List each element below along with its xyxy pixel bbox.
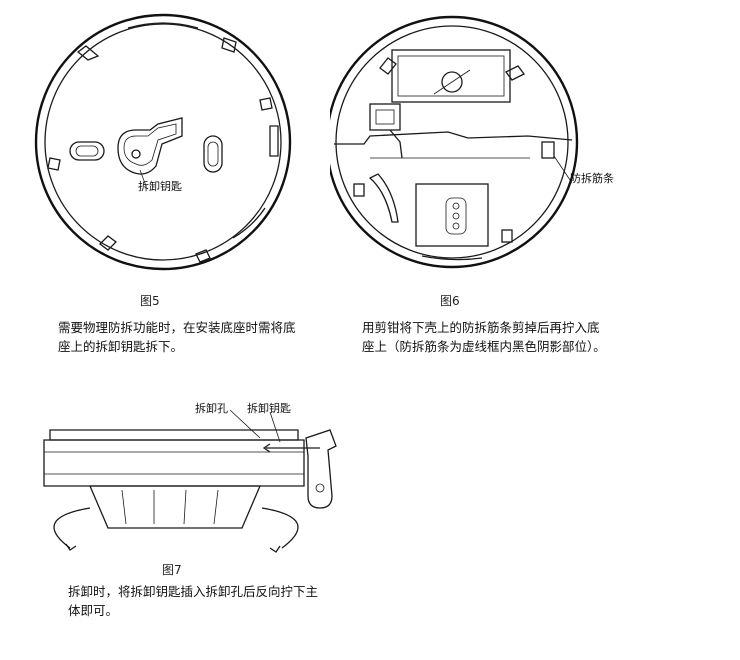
figure-6-caption: 图6 [440, 294, 460, 308]
base-plate-drawing [34, 13, 292, 271]
figure-6 [325, 8, 580, 278]
figure-7-caption: 图7 [162, 563, 182, 577]
figure-5 [28, 8, 298, 278]
tamper-rib-label: 防拆筋条 [570, 172, 614, 185]
key-label: 拆卸钥匙 [138, 180, 182, 193]
figure-5-description: 需要物理防拆功能时，在安装底座时需将底座上的拆卸钥匙拆下。 [58, 320, 296, 354]
removal-hole-label: 拆卸孔 [195, 402, 228, 415]
removal-key-label: 拆卸钥匙 [247, 402, 291, 415]
figure-7-description: 拆卸时，将拆卸钥匙插入拆卸孔后反向拧下主体即可。 [68, 584, 319, 618]
detector-side-drawing [43, 409, 337, 553]
lower-shell-drawing [325, 15, 579, 269]
figure-5-caption: 图5 [140, 294, 160, 308]
figure-7 [30, 390, 360, 560]
figure-6-description: 用剪钳将下壳上的防拆筋条剪掉后再拧入底座上（防拆筋条为虚线框内黑色阴影部位）。 [362, 320, 606, 354]
